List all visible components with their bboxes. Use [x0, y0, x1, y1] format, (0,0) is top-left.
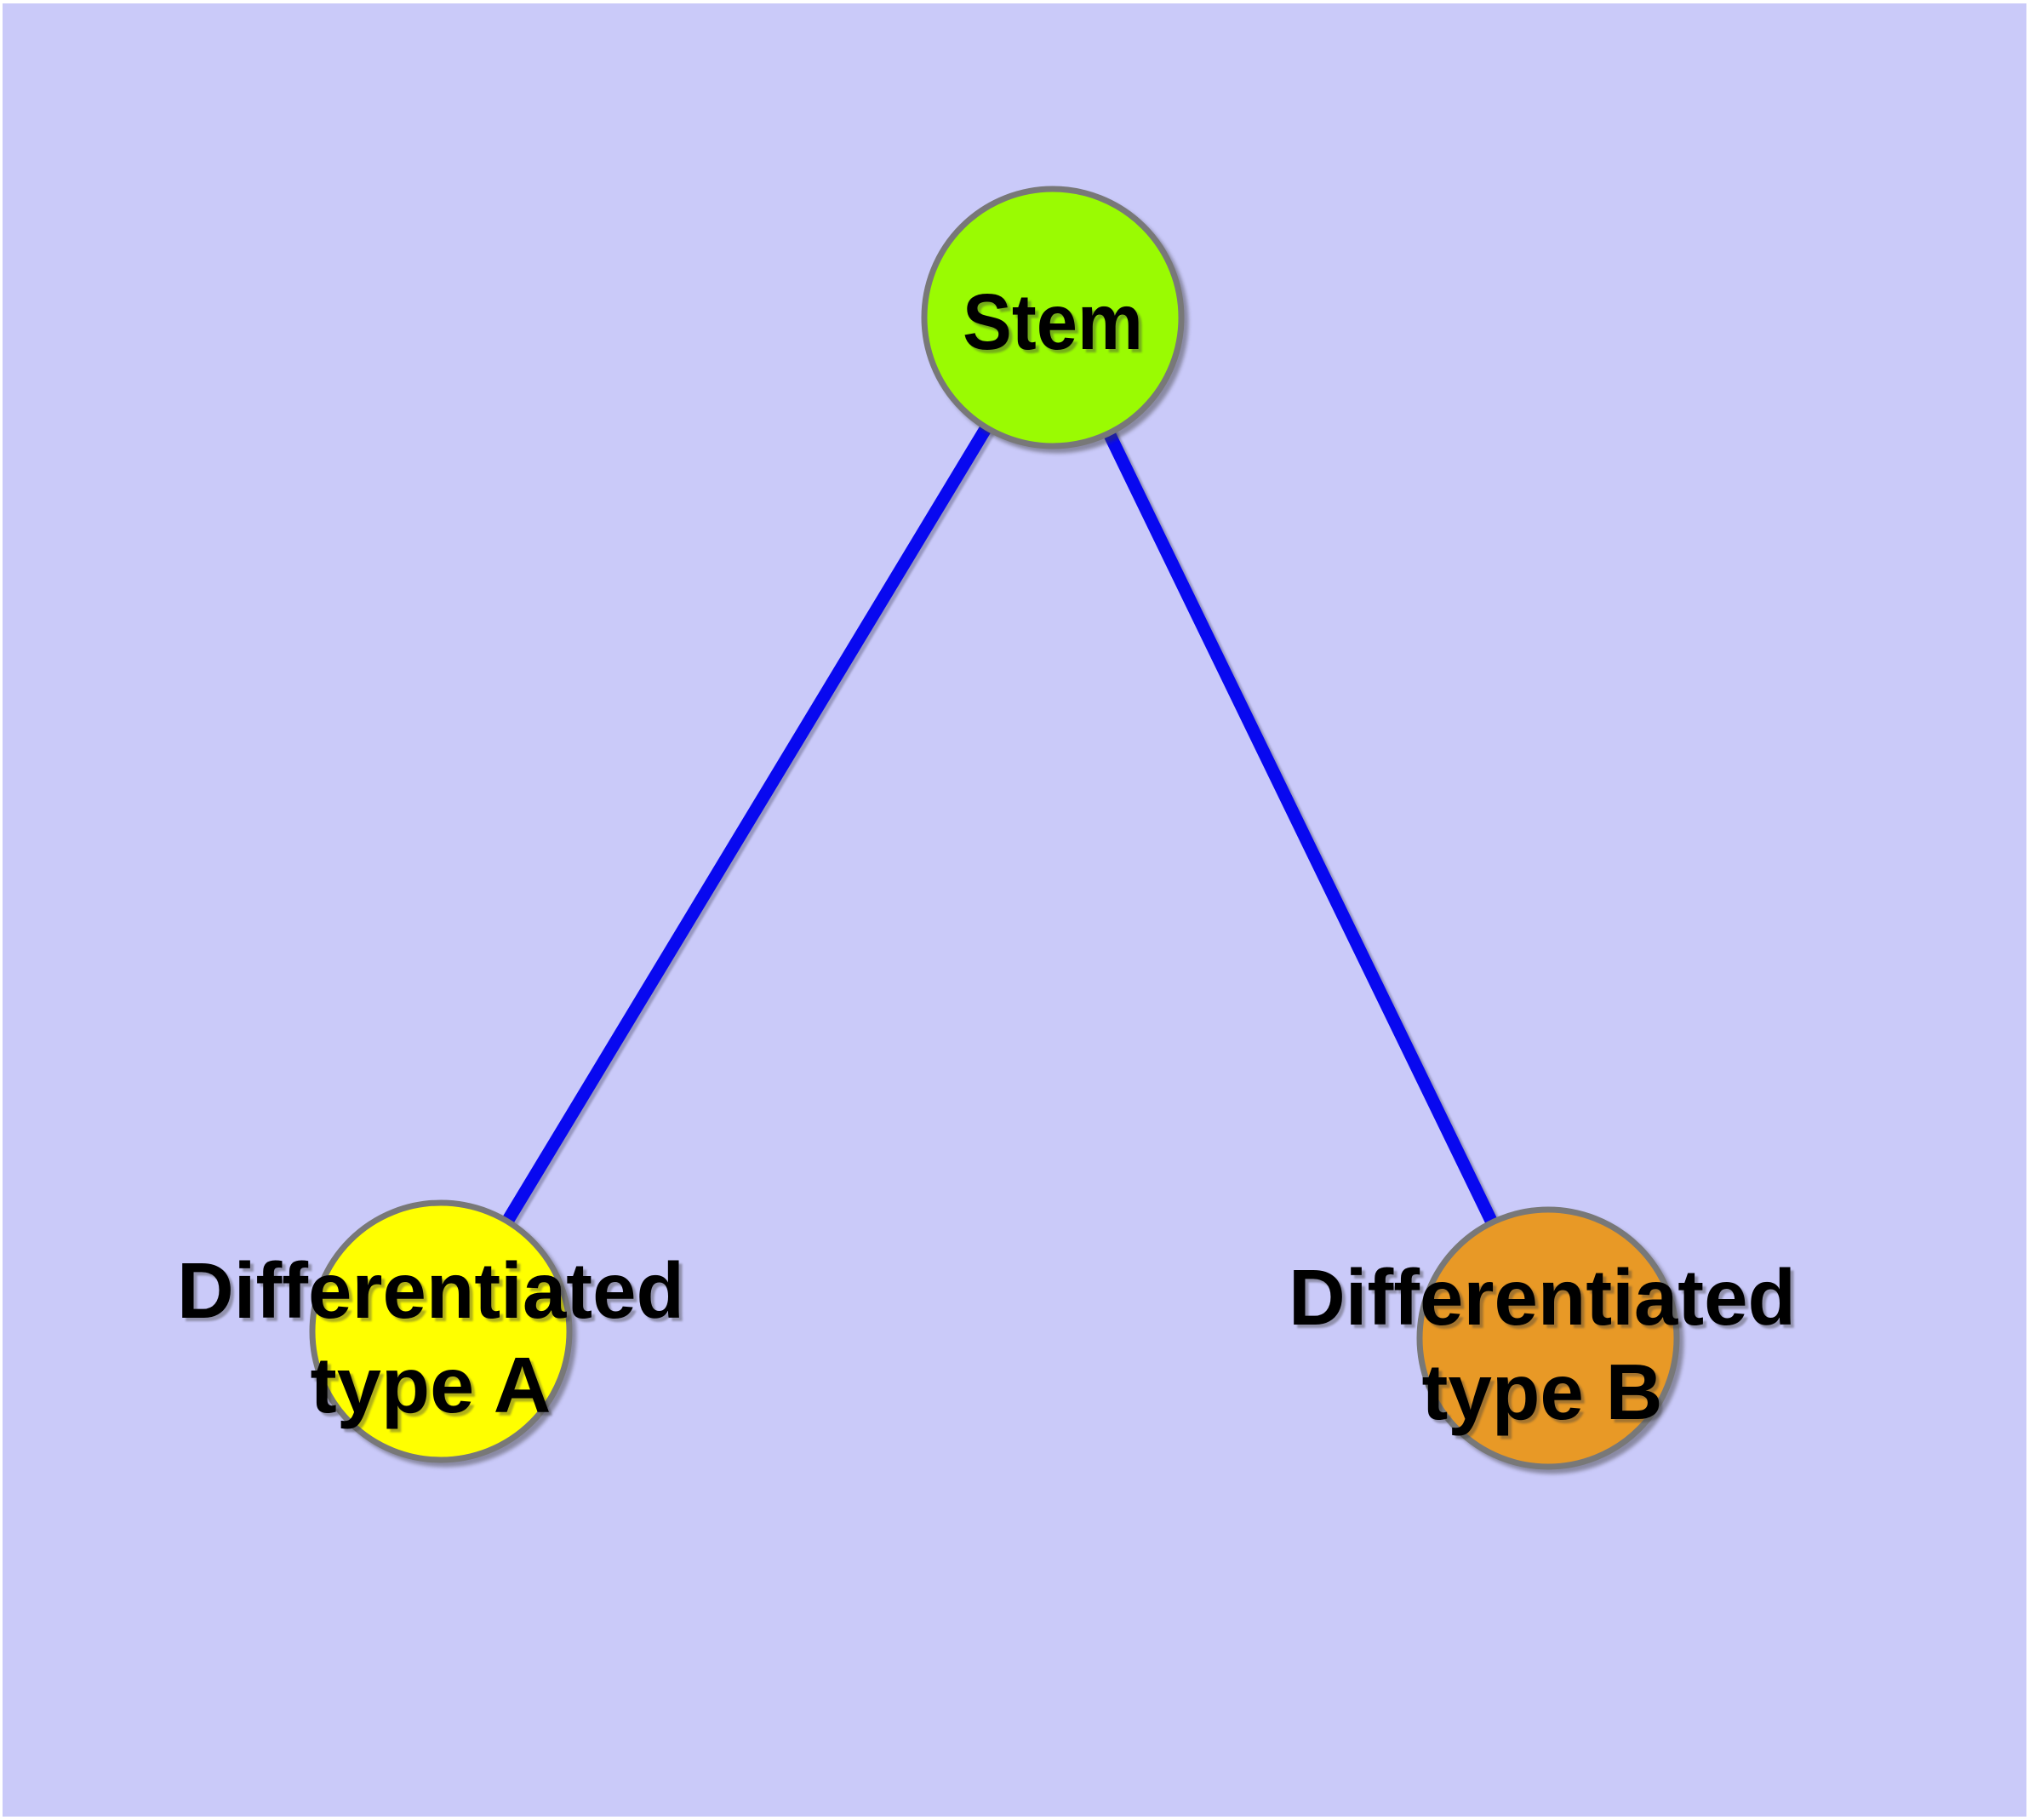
node-type-a-circle — [309, 1199, 573, 1463]
node-differentiated-type-b: Differentiated type B — [1289, 1206, 1796, 1470]
edge-stem-to-type-a — [435, 314, 1059, 1335]
node-stem-label: Stem — [963, 278, 1143, 366]
node-type-a-label-line1: Differentiated — [177, 1246, 684, 1335]
node-stem-circle — [921, 186, 1185, 449]
edge-group — [435, 314, 1554, 1342]
node-differentiated-type-a: Differentiated type A — [177, 1199, 684, 1463]
edge-stem-to-type-b — [1047, 314, 1554, 1342]
node-type-b-label-line2: type B — [1422, 1348, 1663, 1436]
node-type-a-label-line2: type A — [311, 1341, 552, 1429]
node-type-b-label-line1: Differentiated — [1289, 1253, 1796, 1342]
node-stem: Stem — [921, 186, 1185, 449]
node-type-b-circle — [1416, 1206, 1680, 1470]
